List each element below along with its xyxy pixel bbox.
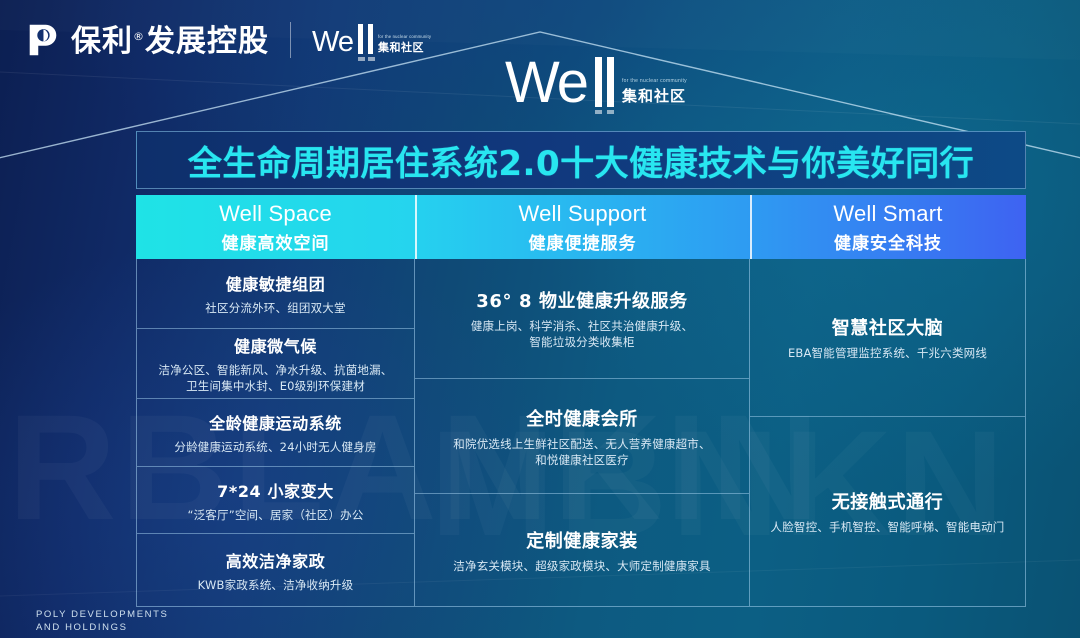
feature-title: 全龄健康运动系统 [209, 414, 342, 433]
well-logo-small: We for the nuclear community 集和社区 [312, 23, 431, 61]
footer-brand: POLY DEVELOPMENTS AND HOLDINGS [36, 608, 168, 634]
headline-banner: 全生命周期居住系统2.0十大健康技术与你美好同行 [136, 131, 1026, 189]
feature-title: 无接触式通行 [831, 492, 944, 513]
feature-title: 全时健康会所 [526, 408, 638, 430]
poly-name-cn: 保利®发展控股 [71, 24, 269, 59]
column-header-en: Well Smart [833, 200, 943, 226]
feature-desc: EBA智能管理监控系统、千兆六类网线 [787, 346, 988, 360]
well-cn-tagline-hero: 集和社区 [621, 87, 686, 105]
well-wordmark-small: We [312, 25, 354, 58]
feature-title: 定制健康家装 [526, 530, 638, 552]
well-bars-small-icon [357, 23, 375, 61]
well-en-tagline-hero: for the nuclear community [621, 78, 687, 84]
well-subtitle-small: for the nuclear community 集和社区 [378, 34, 431, 56]
feature-desc: 分龄健康运动系统、24小时无人健身房 [174, 440, 377, 454]
page-title: 全生命周期居住系统2.0十大健康技术与你美好同行 [187, 143, 975, 184]
column-headers: Well Space 健康高效空间 Well Support 健康便捷服务 We… [136, 195, 1026, 259]
main-panel: 全生命周期居住系统2.0十大健康技术与你美好同行 Well Space 健康高效… [136, 131, 1026, 607]
well-cn-tagline-small: 集和社区 [377, 40, 424, 54]
column-well-smart: 智慧社区大脑 EBA智能管理监控系统、千兆六类网线 无接触式通行 人脸智控、手机… [750, 259, 1026, 607]
feature-title: 36° 8 物业健康升级服务 [476, 291, 688, 312]
well-wordmark-hero: We [505, 50, 589, 115]
column-header-en: Well Support [518, 200, 647, 226]
feature-cell[interactable]: 智慧社区大脑 EBA智能管理监控系统、千兆六类网线 [750, 259, 1025, 417]
feature-desc: 人脸智控、手机智控、智能呼梯、智能电动门 [770, 520, 1005, 534]
feature-desc: 和院优选线上生鲜社区配送、无人营养健康超市、 和悦健康社区医疗 [453, 436, 711, 467]
feature-title: 健康微气候 [233, 337, 317, 356]
column-header-en: Well Space [219, 200, 332, 226]
top-brand-bar: 保利®发展控股 We for the nuclear community 集和社… [0, 0, 1080, 78]
feature-desc: 健康上岗、科学消杀、社区共治健康升级、 智能垃圾分类收集柜 [470, 319, 694, 349]
footer-line-2: AND HOLDINGS [36, 622, 128, 633]
feature-cell[interactable]: 7*24 小家变大 “泛客厅”空间、居家（社区）办公 [137, 467, 414, 534]
column-well-space: 健康敏捷组团 社区分流外环、组团双大堂 健康微气候 洁净公区、智能新风、净水升级… [136, 259, 415, 607]
feature-cell[interactable]: 无接触式通行 人脸智控、手机智控、智能呼梯、智能电动门 [750, 417, 1025, 607]
feature-desc: “泛客厅”空间、居家（社区）办公 [187, 507, 364, 522]
poly-emblem-icon [29, 24, 57, 55]
feature-cell[interactable]: 全时健康会所 和院优选线上生鲜社区配送、无人营养健康超市、 和悦健康社区医疗 [415, 379, 749, 494]
house-roof-outline [0, 31, 1080, 159]
logo-divider [290, 21, 291, 58]
feature-cell[interactable]: 健康微气候 洁净公区、智能新风、净水升级、抗菌地漏、 卫生间集中水封、E0级别环… [137, 329, 414, 399]
well-logo-hero: We for the nuclear community 集和社区 [505, 50, 687, 115]
feature-desc: 洁净玄关模块、超级家政模块、大师定制健康家具 [453, 558, 711, 573]
feature-cell[interactable]: 36° 8 物业健康升级服务 健康上岗、科学消杀、社区共治健康升级、 智能垃圾分… [415, 259, 749, 379]
feature-desc: 洁净公区、智能新风、净水升级、抗菌地漏、 卫生间集中水封、E0级别环保建材 [158, 363, 393, 393]
feature-desc: KWB家政系统、洁净收纳升级 [197, 577, 354, 592]
column-header-well-support[interactable]: Well Support 健康便捷服务 [415, 195, 750, 259]
well-subtitle-hero: for the nuclear community 集和社区 [622, 78, 687, 109]
registered-mark: ® [133, 30, 145, 43]
feature-title: 高效洁净家政 [225, 551, 326, 571]
column-header-cn: 健康便捷服务 [528, 233, 637, 254]
feature-cell[interactable]: 高效洁净家政 KWB家政系统、洁净收纳升级 [137, 534, 414, 607]
column-header-well-space[interactable]: Well Space 健康高效空间 [136, 195, 415, 259]
well-en-tagline-small: for the nuclear community [377, 33, 432, 39]
column-header-well-smart[interactable]: Well Smart 健康安全科技 [750, 195, 1026, 259]
feature-title: 智慧社区大脑 [831, 318, 944, 339]
column-header-cn: 健康高效空间 [221, 233, 330, 254]
column-well-support: 36° 8 物业健康升级服务 健康上岗、科学消杀、社区共治健康升级、 智能垃圾分… [415, 259, 750, 607]
poly-logo: 保利®发展控股 We for the nuclear community 集和社… [24, 18, 431, 61]
well-bars-hero-icon [594, 57, 614, 114]
feature-cell[interactable]: 定制健康家装 洁净玄关模块、超级家政模块、大师定制健康家具 [415, 494, 749, 607]
column-header-cn: 健康安全科技 [834, 233, 942, 254]
feature-cell[interactable]: 全龄健康运动系统 分龄健康运动系统、24小时无人健身房 [137, 399, 414, 467]
feature-title: 7*24 小家变大 [217, 481, 334, 501]
footer-line-1: POLY DEVELOPMENTS [36, 609, 169, 620]
feature-title: 健康敏捷组团 [225, 275, 326, 294]
column-bodies: 健康敏捷组团 社区分流外环、组团双大堂 健康微气候 洁净公区、智能新风、净水升级… [136, 259, 1026, 607]
feature-desc: 社区分流外环、组团双大堂 [205, 301, 346, 315]
feature-cell[interactable]: 健康敏捷组团 社区分流外环、组团双大堂 [137, 259, 414, 329]
